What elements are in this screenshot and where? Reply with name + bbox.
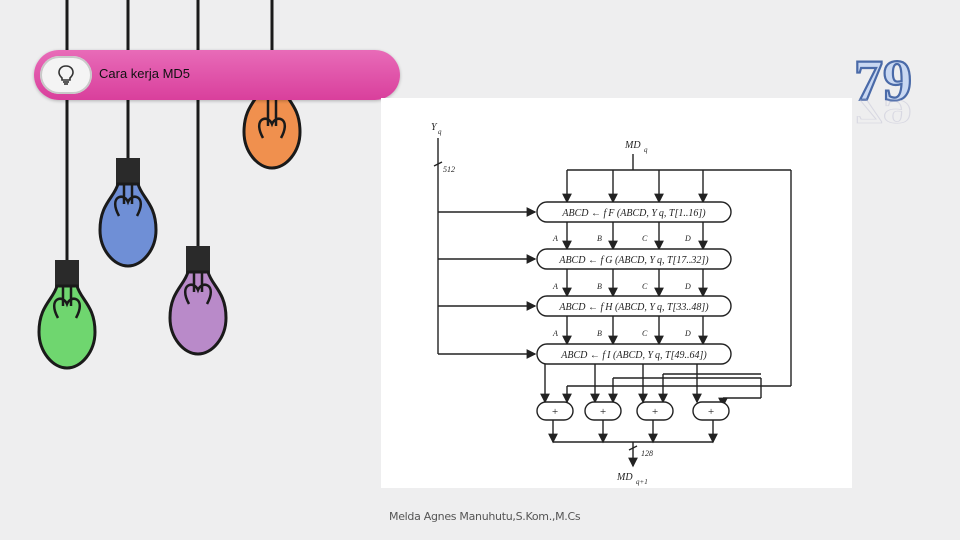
adder-d — [692, 401, 730, 421]
lane-d-label-3: D — [684, 329, 691, 338]
out-width-label: 128 — [641, 449, 653, 458]
bit-width-label: 512 — [443, 165, 455, 174]
adder-c-sign: + — [651, 406, 658, 418]
input-y-sub: q — [438, 128, 442, 136]
md5-diagram: Y q 512 MD q ABCD ← f F (ABCD, Y q, T[1.… — [381, 98, 852, 488]
purple-bulb-icon — [168, 246, 228, 356]
lane-d-label-2: D — [684, 282, 691, 291]
slide-number-text: 79 — [854, 48, 912, 113]
lane-b-label-3: B — [597, 329, 602, 338]
lane-c-label-2: C — [642, 282, 648, 291]
round-2-box — [536, 248, 732, 270]
round-1-box — [536, 201, 732, 223]
lane-c-label-1: C — [642, 234, 648, 243]
blue-bulb-icon — [98, 158, 158, 268]
slide-number: 79 79 — [853, 47, 913, 131]
round-1-label: ABCD ← f F (ABCD, Y q, T[1..16]) — [561, 208, 706, 219]
title-bar — [34, 50, 400, 100]
round-4-box — [536, 343, 732, 365]
md-in-label: MD — [624, 140, 641, 151]
slide-title: Cara kerja MD5 — [99, 66, 191, 81]
adder-b — [584, 401, 622, 421]
md-in-sub: q — [644, 146, 648, 154]
lightbulb-icon — [40, 56, 92, 94]
adder-a-sign: + — [551, 406, 558, 418]
lane-b-label-2: B — [597, 282, 602, 291]
adder-b-sign: + — [599, 406, 606, 418]
lane-c-label-3: C — [642, 329, 648, 338]
round-2-label: ABCD ← f G (ABCD, Y q, T[17..32]) — [558, 255, 709, 266]
lane-a-label-1: A — [552, 234, 558, 243]
round-3-label: ABCD ← f H (ABCD, Y q, T[33..48]) — [558, 302, 709, 313]
adder-c — [636, 401, 674, 421]
md-out-sub: q+1 — [636, 478, 648, 486]
input-y-label: Y — [431, 122, 438, 133]
round-3-box — [536, 295, 732, 317]
lane-a-label-3: A — [552, 329, 558, 338]
footer-author: Melda Agnes Manuhutu,S.Kom.,M.Cs — [389, 510, 581, 523]
lane-b-label-1: B — [597, 234, 602, 243]
green-bulb-icon — [37, 260, 97, 370]
lane-d-label-1: D — [684, 234, 691, 243]
adder-a — [536, 401, 574, 421]
md-out-label: MD — [616, 472, 633, 483]
lane-a-label-2: A — [552, 282, 558, 291]
slide-number-reflection: 79 — [854, 92, 912, 131]
adder-d-sign: + — [707, 406, 714, 418]
round-4-label: ABCD ← f I (ABCD, Y q, T[49..64]) — [560, 350, 707, 361]
